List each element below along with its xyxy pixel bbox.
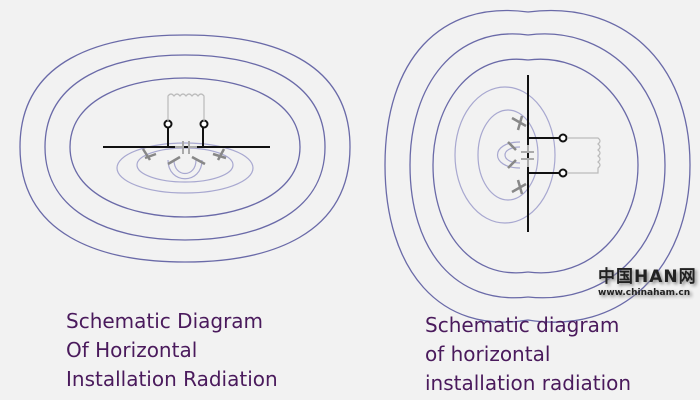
caption-line: installation radiation bbox=[425, 371, 632, 395]
terminal-icon bbox=[558, 133, 568, 143]
upper-lobe-outer bbox=[19, 34, 351, 148]
right-lobe-mid bbox=[527, 33, 666, 299]
near-field bbox=[116, 142, 254, 194]
right-vertical-radiation-diagram bbox=[384, 9, 691, 323]
capacitor-icon bbox=[521, 145, 534, 167]
watermark-url: www.chinaham.cn bbox=[598, 287, 691, 298]
left-lobe-inner bbox=[432, 58, 529, 274]
field-lobes bbox=[19, 34, 351, 263]
near-field bbox=[454, 86, 556, 224]
lower-lobe-mid bbox=[44, 146, 326, 241]
caption-line: Schematic Diagram bbox=[66, 309, 264, 333]
antenna bbox=[507, 75, 601, 232]
caption-line: Schematic diagram bbox=[425, 313, 620, 337]
left-horizontal-radiation-diagram bbox=[19, 34, 351, 263]
coil-icon bbox=[567, 137, 601, 174]
right-lobe-inner bbox=[527, 58, 639, 274]
right-lobe-outer bbox=[527, 9, 691, 323]
caption-line: Of Horizontal bbox=[66, 338, 198, 362]
watermark: 中国HAN网 www.chinaham.cn bbox=[598, 267, 697, 298]
left-lobe-outer bbox=[384, 9, 529, 323]
coil-icon bbox=[167, 93, 205, 121]
element-marks bbox=[507, 115, 527, 195]
terminal-icon bbox=[199, 119, 209, 129]
terminal-icon bbox=[163, 119, 173, 129]
element-marks bbox=[141, 148, 227, 166]
upper-lobe-inner bbox=[69, 77, 301, 148]
antenna bbox=[103, 93, 270, 166]
right-diagram-caption: Schematic diagram of horizontal installati… bbox=[425, 311, 631, 398]
capacitor-icon bbox=[175, 141, 197, 154]
caption-line: of horizontal bbox=[425, 342, 551, 366]
field-lobes bbox=[384, 9, 691, 323]
watermark-title: 中国HAN网 bbox=[598, 267, 697, 287]
terminal-icon bbox=[558, 168, 568, 178]
upper-lobe-mid bbox=[44, 54, 326, 148]
lower-lobe-outer bbox=[19, 146, 351, 263]
lower-lobe-inner bbox=[69, 146, 301, 218]
caption-line: Installation Radiation bbox=[66, 367, 278, 391]
left-lobe-mid bbox=[409, 33, 529, 299]
